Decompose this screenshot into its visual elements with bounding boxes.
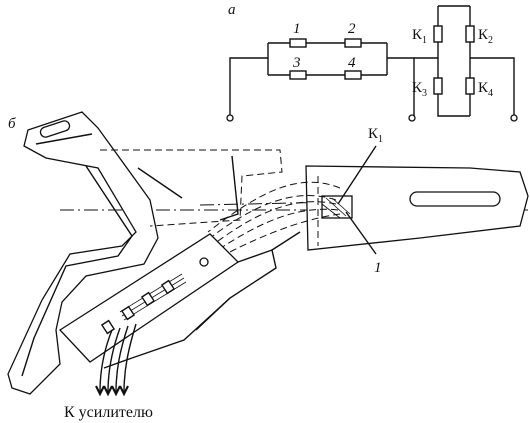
callout-1-leader	[345, 211, 377, 255]
terminal-pads	[100, 257, 209, 335]
resistor-1-label: 1	[293, 21, 301, 37]
amplifier-cable	[95, 323, 137, 397]
callout-k1-index: 1	[378, 134, 383, 145]
gauge-k1-letter: К	[412, 27, 423, 43]
gauge-k4-letter: К	[478, 80, 489, 96]
left-arm-inner-edge	[21, 165, 133, 377]
resistor-3-label: 3	[292, 55, 301, 71]
arm-top-edge	[35, 133, 93, 145]
gauge-k4	[465, 77, 475, 95]
resistor-2	[344, 38, 362, 48]
gauge-k4-index: 4	[488, 88, 493, 99]
part-a-label: а	[228, 2, 236, 18]
gauge-box-hatch	[321, 197, 351, 219]
holder-inner-edge	[195, 297, 231, 331]
middle-terminal	[408, 114, 416, 122]
bar-diagonal-edge	[137, 167, 183, 199]
gauge-k1-index: 1	[422, 35, 427, 46]
callout-k1-letter: К	[368, 126, 379, 142]
callout-k1-label: К1	[368, 126, 383, 145]
gauge-k3-index: 3	[422, 88, 427, 99]
bridge-circuit-right: К1 К2 К3 К4	[412, 5, 518, 122]
gauge-k1-label: К1	[412, 27, 427, 46]
gauge-k4-label: К4	[478, 80, 493, 99]
gauge-k3-letter: К	[412, 80, 423, 96]
callout-1-label: 1	[374, 260, 382, 276]
k-right-tap	[470, 57, 515, 116]
right-terminal	[510, 114, 518, 122]
lead-wires	[207, 181, 341, 257]
resistor-2-label: 2	[348, 21, 356, 37]
gauge-k2-label: К2	[478, 27, 493, 46]
left-arm-body	[7, 111, 159, 395]
gauge-k2-index: 2	[488, 35, 493, 46]
bar-hidden-outline	[100, 149, 283, 227]
k-left-column	[437, 6, 470, 117]
callout-k1-leader	[337, 145, 377, 205]
gauge-k2	[465, 25, 475, 43]
left-input-wire	[229, 57, 268, 116]
holder-neck-edge	[271, 231, 301, 251]
resistor-4-label: 4	[348, 55, 356, 71]
gauge-k1	[433, 25, 443, 43]
part-b-label: б	[8, 116, 16, 132]
amplifier-caption: К усилителю	[64, 404, 153, 421]
resistor-1	[289, 38, 307, 48]
clamp-slot	[409, 191, 501, 207]
gauge-k3	[433, 77, 443, 95]
left-terminal	[226, 114, 234, 122]
resistor-3	[289, 70, 307, 80]
gauge-k2-letter: К	[478, 27, 489, 43]
gauge-k3-label: К3	[412, 80, 427, 99]
arm-tip-slot	[39, 120, 71, 138]
right-clamp-body	[305, 165, 529, 251]
bridge-circuit-left: 1 2 3 4	[226, 21, 416, 122]
resistor-4	[344, 70, 362, 80]
right-output-wire	[387, 57, 415, 116]
